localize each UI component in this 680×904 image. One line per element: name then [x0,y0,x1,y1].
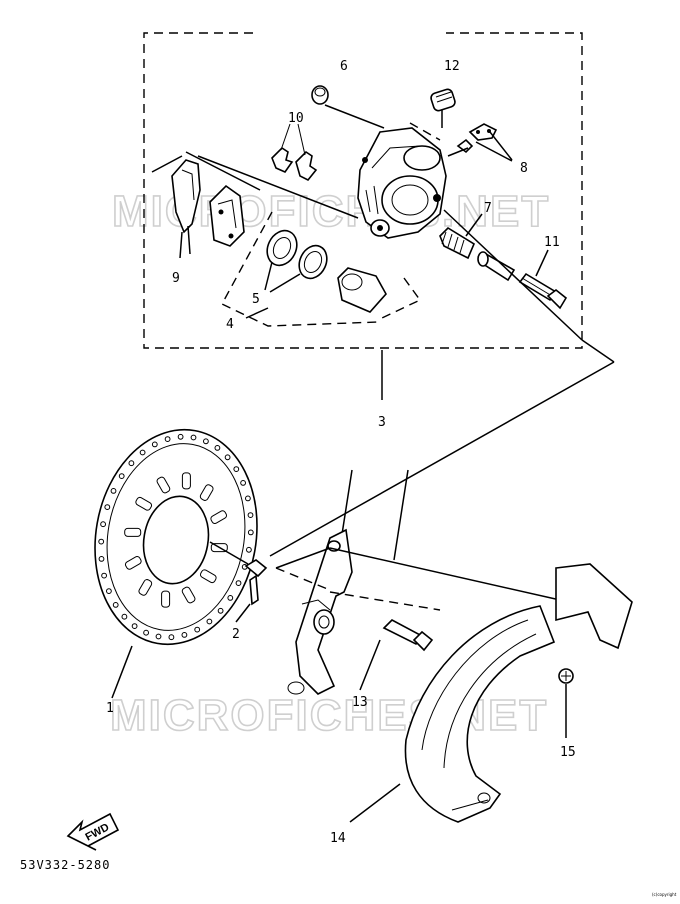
disc-hole [101,572,107,579]
part-code: 53V332-5280 [20,858,111,872]
disc-hole [128,460,135,467]
disc-hole [104,504,111,511]
callout-10: 10 [288,111,304,126]
bleed-cap-part [311,85,385,129]
disc-slot [210,543,228,553]
caliper-body-part [357,127,447,239]
disc-slot [124,527,142,537]
callout-1: 1 [106,701,114,716]
disc-hole [227,595,234,601]
disc-slot [138,579,153,596]
caliper-leader-lines [197,155,615,557]
disc-hole [151,441,158,448]
disc-slot [135,496,153,511]
callout-14: 14 [330,831,346,846]
disc-hole [100,521,106,528]
cap-part [409,88,456,141]
disc-hole [155,633,162,640]
caliper-assembly-box [143,32,583,349]
brake-disc-part [94,428,258,646]
disc-hole [131,623,138,629]
callout-2: 2 [232,627,240,642]
disc-hole [112,602,119,608]
disc-hole [190,434,197,441]
disc-hole [233,466,240,473]
callout-6: 6 [340,59,348,74]
disc-hole [240,480,247,486]
callout-13: 13 [352,695,368,710]
callout-15: 15 [560,745,576,760]
piston-seal-kit-part [221,211,422,327]
callout-5: 5 [252,292,260,307]
fork-leg-part [275,469,561,695]
disc-slot [181,586,196,604]
disc-hole [143,629,150,636]
callout-4: 4 [226,317,234,332]
disc-hole [164,436,171,443]
callout-9: 9 [172,271,180,286]
disc-hole [177,433,184,440]
slide-pin-part [477,251,516,282]
disc-hole [194,626,201,633]
disc-hole [203,438,209,445]
disc-hole [121,613,128,620]
disc-hole [217,607,224,614]
callout-12: 12 [444,59,460,74]
disc-hole [139,449,146,456]
disc-hole [98,538,105,545]
disc-cover-part [349,563,633,823]
disc-slot [199,569,217,584]
disc-bolt-part [209,541,268,606]
forward-arrow-icon: FWD [66,812,120,851]
disc-hole [247,512,254,518]
disc-slot [210,510,228,524]
callout-11: 11 [544,235,560,250]
disc-hole [246,546,252,553]
disc-hole [224,454,231,461]
disc-slot [199,484,214,501]
disc-hole [206,618,213,625]
disc-hole [247,529,254,536]
disc-slot [161,590,171,608]
bleed-screw-part [447,123,513,162]
callout-7: 7 [484,201,492,216]
caliper-mount-bolt-part [359,619,434,691]
leader-1 [111,645,133,699]
disc-hole [110,488,117,494]
pad-clips-part [271,123,318,182]
disc-hole [214,445,221,451]
disc-hole [181,632,188,638]
disc-slot [181,472,191,490]
disc-hole [98,556,105,562]
callout-3: 3 [378,415,386,430]
caliper-bolt-part [518,249,568,310]
cover-screw-part [558,668,574,738]
brake-pads-part [151,151,261,259]
disc-hole [235,580,242,586]
disc-hole [245,495,251,502]
callout-8: 8 [520,161,528,176]
disc-slot [156,476,171,494]
copyright-mark: (c)copyright [652,892,677,897]
disc-hole [118,473,125,480]
disc-slot [124,556,142,570]
watermark-bottom: MICROFICHES.NET [110,691,548,740]
leader-2 [235,603,251,623]
disc-hole [106,588,112,594]
disc-hole [168,634,175,641]
